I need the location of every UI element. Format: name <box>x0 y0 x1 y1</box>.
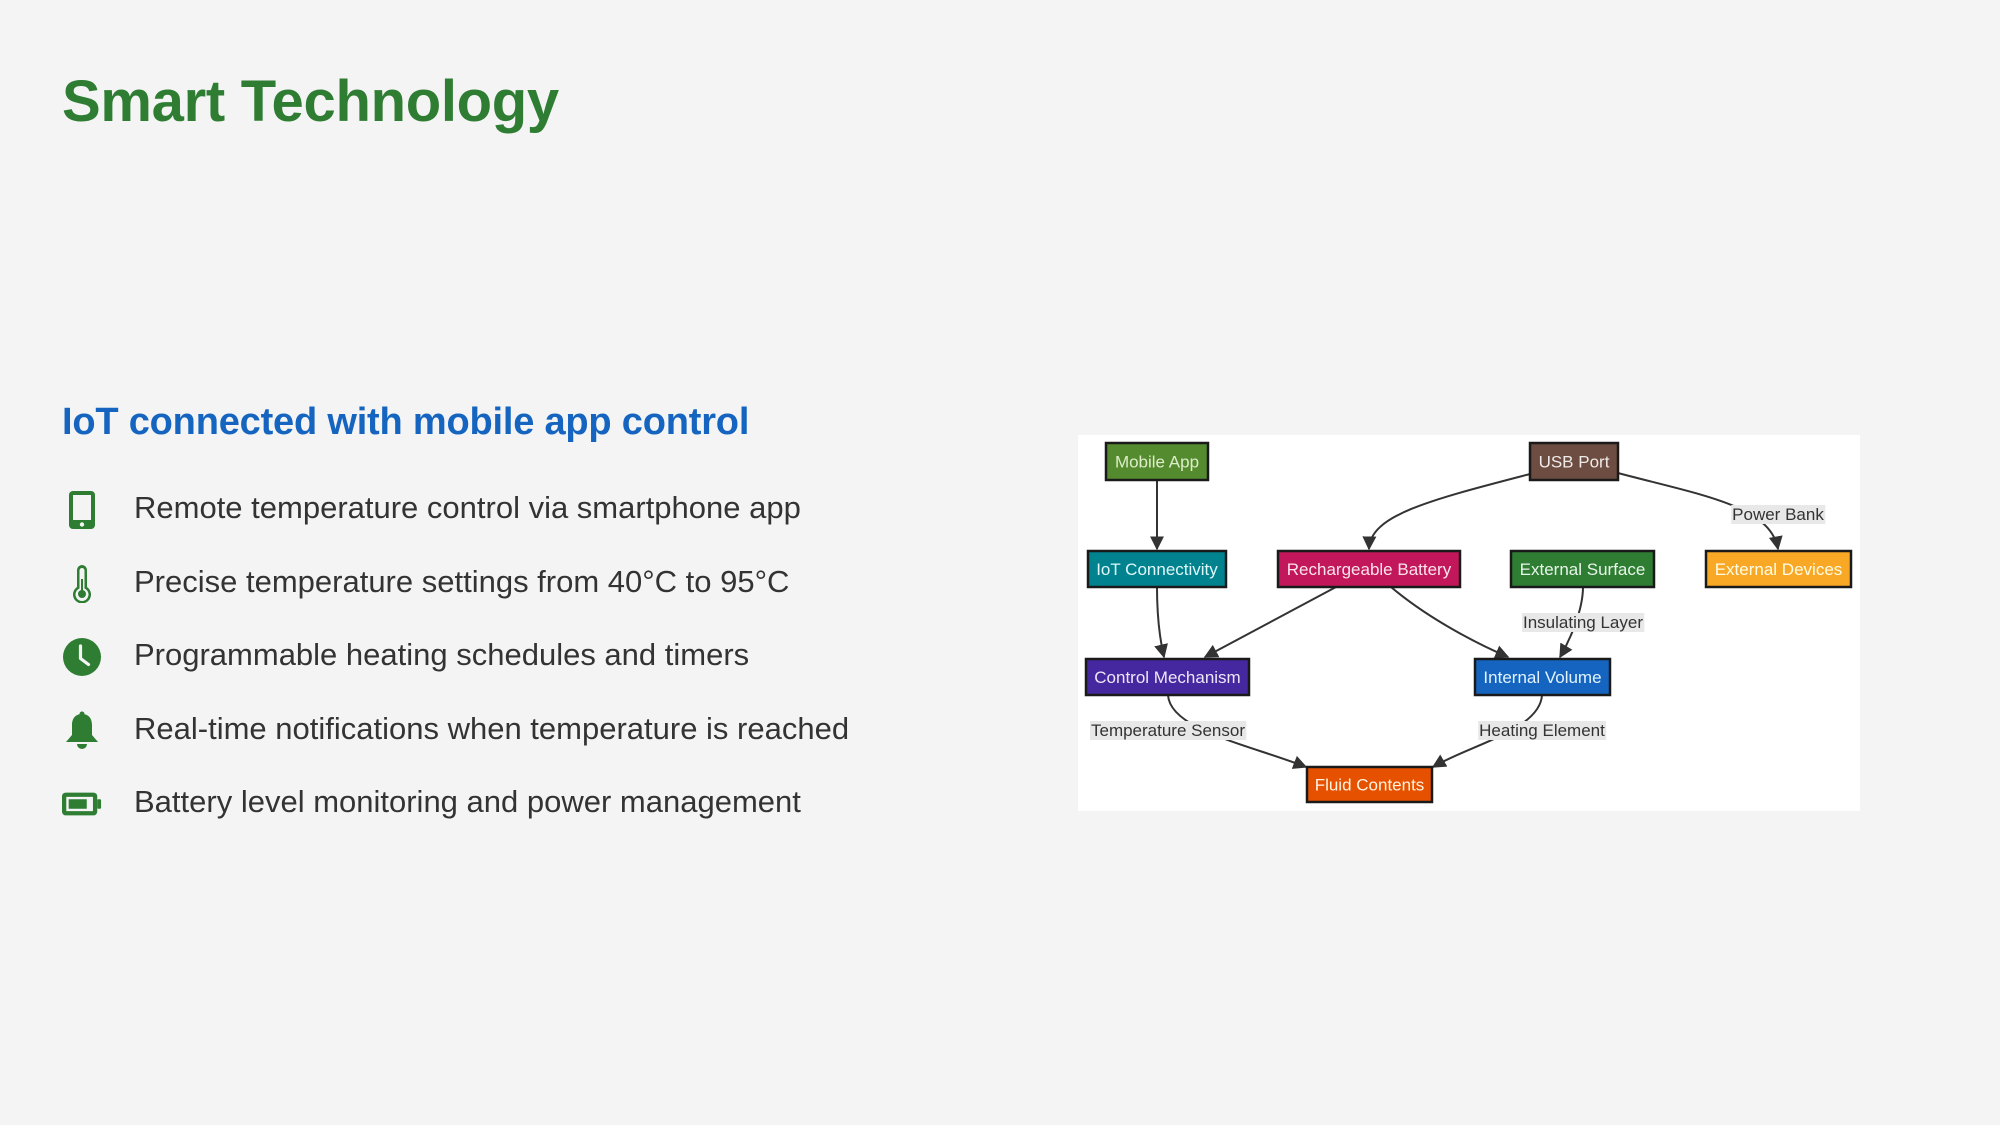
node-label: Control Mechanism <box>1094 668 1240 687</box>
node-label: Fluid Contents <box>1315 776 1425 795</box>
edge-label: Power Bank <box>1731 505 1826 524</box>
edge-label: Temperature Sensor <box>1089 721 1247 740</box>
node-control: Control Mechanism <box>1084 657 1251 697</box>
node-box <box>1509 549 1656 589</box>
edge-usb_port-to-ext_devices <box>1617 472 1783 551</box>
bell-icon <box>62 709 102 753</box>
node-label: Mobile App <box>1115 453 1199 472</box>
feature-text: Programmable heating schedules and timer… <box>134 637 750 672</box>
section-subtitle: IoT connected with mobile app control <box>62 401 750 443</box>
node-box <box>1104 441 1210 482</box>
node-box <box>1473 657 1612 697</box>
clock-icon <box>62 635 102 679</box>
node-label: IoT Connectivity <box>1096 560 1218 579</box>
feature-item: Programmable heating schedules and timer… <box>62 633 749 707</box>
node-label: Rechargeable Battery <box>1287 560 1452 579</box>
edge-label: Insulating Layer <box>1521 613 1645 632</box>
thermometer-icon <box>62 562 102 606</box>
feature-text: Remote temperature control via smartphon… <box>134 490 801 525</box>
feature-item: Battery level monitoring and power manag… <box>62 780 801 854</box>
node-box <box>1084 657 1251 697</box>
node-box <box>1086 549 1228 589</box>
edge-label-text: Power Bank <box>1732 505 1824 524</box>
node-box <box>1305 765 1434 804</box>
feature-list: Remote temperature control via smartphon… <box>62 486 849 854</box>
edge-battery-to-internal_volume <box>1390 586 1510 659</box>
edge-usb_port-to-battery <box>1362 473 1531 551</box>
feature-text: Real-time notifications when temperature… <box>134 710 850 746</box>
edge-iot-to-control <box>1154 586 1168 659</box>
node-internal-volume: Internal Volume <box>1473 657 1612 697</box>
node-label: Internal Volume <box>1483 668 1601 687</box>
battery-icon <box>62 782 102 826</box>
node-label: External Devices <box>1715 560 1843 579</box>
node-battery: Rechargeable Battery <box>1276 549 1462 589</box>
edge-label-background <box>1731 505 1826 524</box>
node-ext-devices: External Devices <box>1704 549 1853 589</box>
smartphone-icon <box>62 488 102 532</box>
edge-label-text: Insulating Layer <box>1523 613 1643 632</box>
feature-text: Battery level monitoring and power manag… <box>134 784 801 819</box>
feature-item: Precise temperature settings from 40°C t… <box>62 560 789 634</box>
node-mobile-app: Mobile App <box>1104 441 1210 482</box>
node-box <box>1276 549 1462 589</box>
node-iot: IoT Connectivity <box>1086 549 1228 589</box>
edge-label: Heating Element <box>1478 721 1607 740</box>
edge-label-background <box>1089 721 1247 740</box>
feature-item: Remote temperature control via smartphon… <box>62 486 801 560</box>
node-usb-port: USB Port <box>1528 441 1620 482</box>
edge-label-text: Heating Element <box>1479 721 1605 740</box>
page-title: Smart Technology <box>62 69 559 134</box>
edge-label-background <box>1521 613 1645 632</box>
feature-item: Real-time notifications when temperature… <box>62 707 849 781</box>
edge-label-text: Temperature Sensor <box>1091 721 1245 740</box>
node-label: External Surface <box>1520 560 1646 579</box>
edge-battery-to-control <box>1203 586 1337 658</box>
node-label: USB Port <box>1539 453 1610 472</box>
edge-label-background <box>1478 721 1607 740</box>
node-box <box>1528 441 1620 482</box>
feature-text: Precise temperature settings from 40°C t… <box>134 563 790 599</box>
node-ext-surface: External Surface <box>1509 549 1656 589</box>
node-box <box>1704 549 1853 589</box>
node-fluid: Fluid Contents <box>1305 765 1434 804</box>
